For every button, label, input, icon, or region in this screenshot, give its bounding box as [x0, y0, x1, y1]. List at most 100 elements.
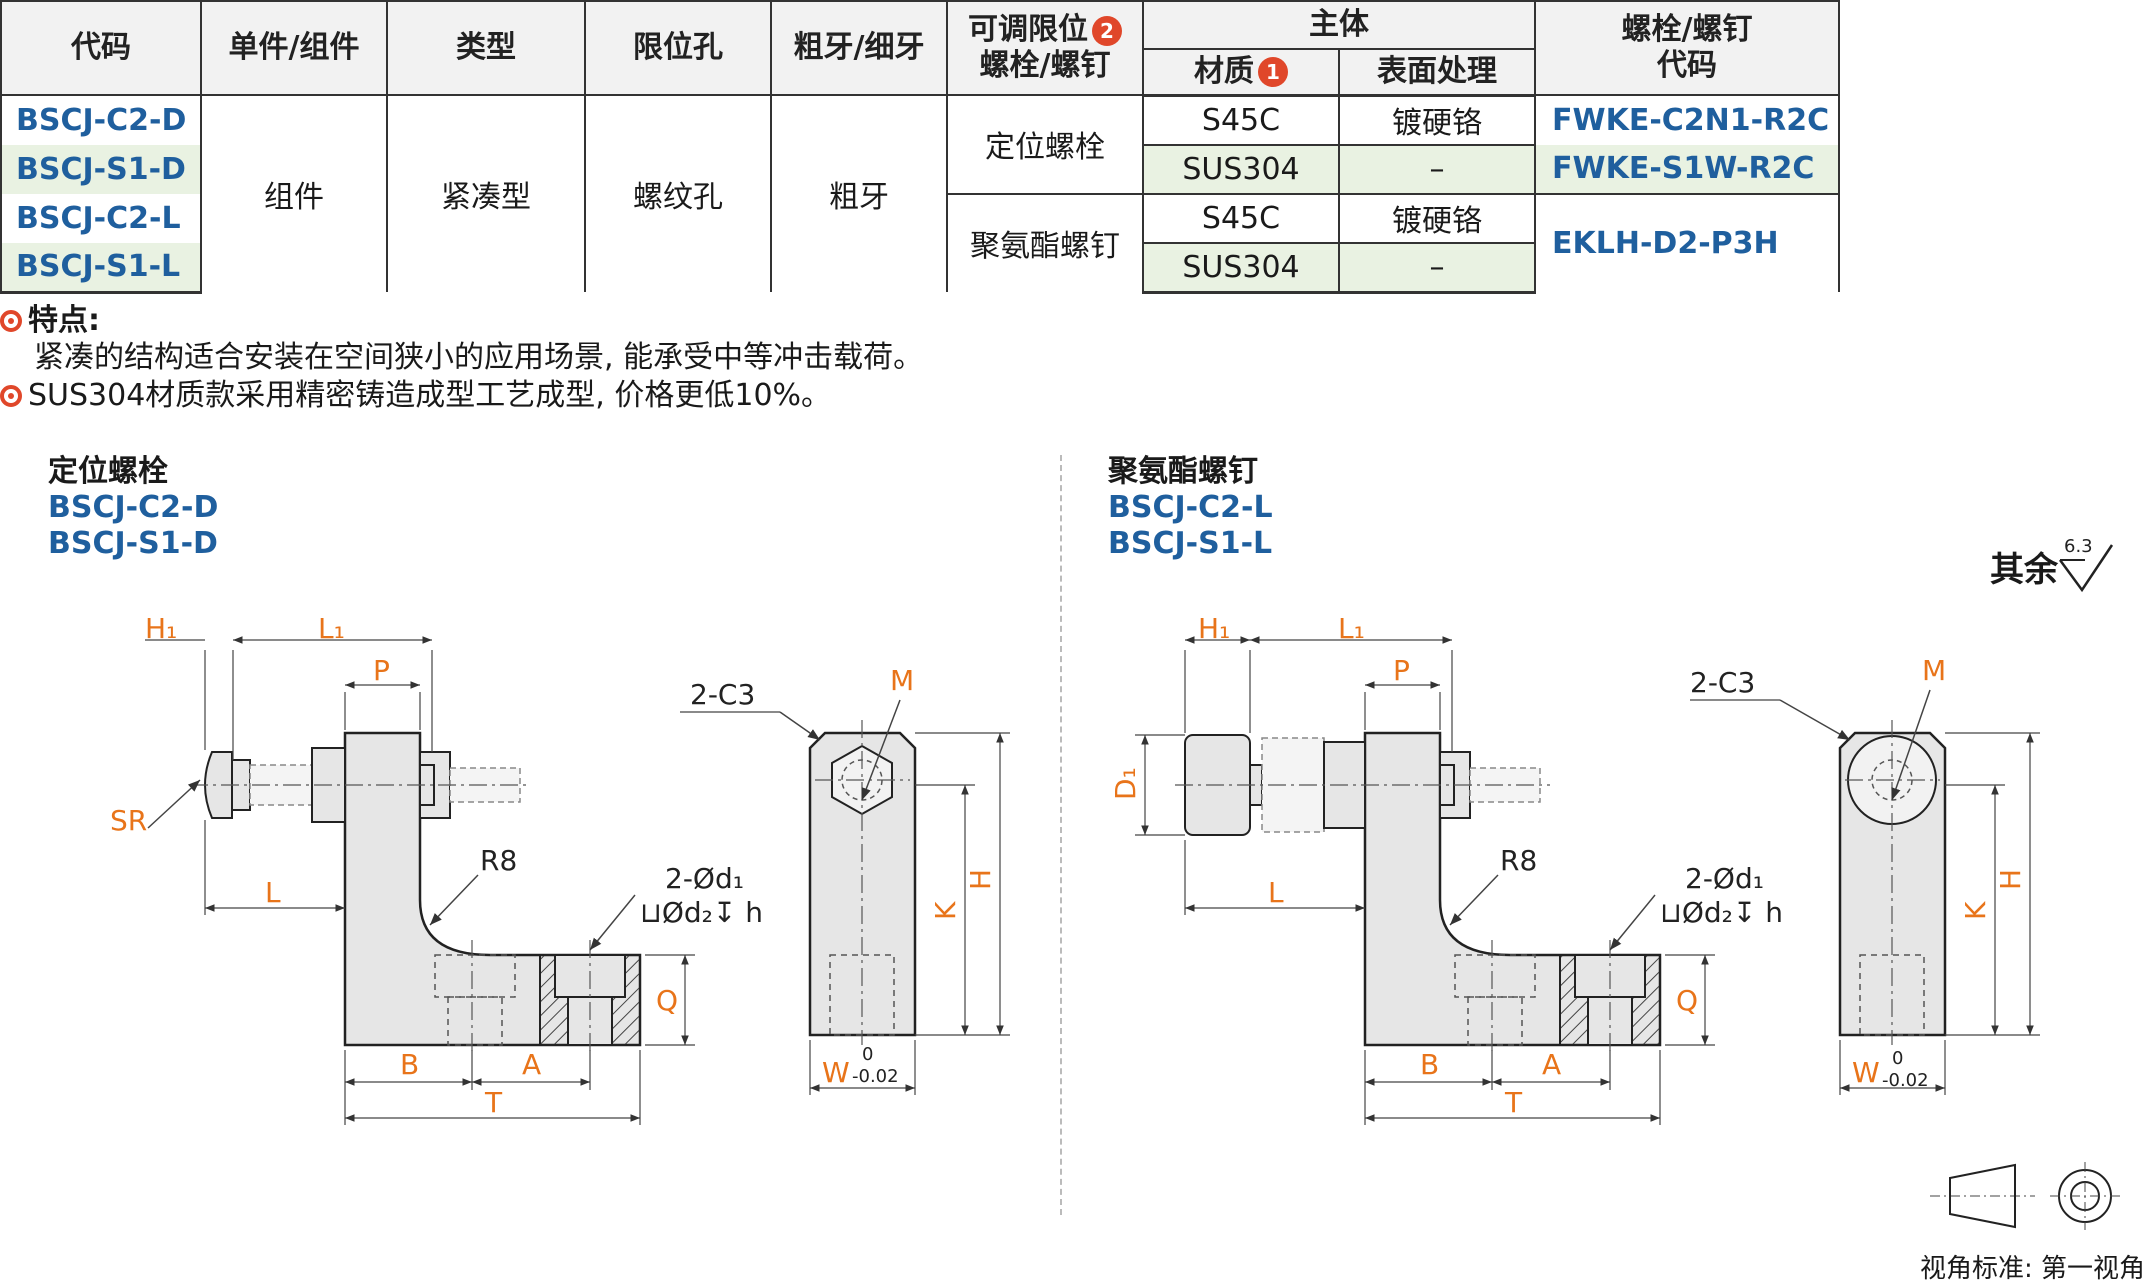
roughness-label: 其余	[1990, 550, 2058, 590]
cell-hole: 螺纹孔	[584, 95, 772, 292]
dim-d1: 2-Ød₁	[1685, 862, 1764, 895]
right-front-view	[1838, 720, 1947, 1045]
projection-symbol-icon	[1930, 1162, 2120, 1230]
dim-m: M	[890, 664, 914, 697]
dim-p: P	[1393, 654, 1410, 687]
dim-sr: SR	[110, 804, 147, 837]
right-drawing-code-1: BSCJ-C2-L	[1108, 490, 1273, 525]
dim-r8: R8	[1500, 844, 1537, 877]
dim-b: B	[1420, 1048, 1439, 1081]
table-row: BSCJ-C2-D 组件 紧凑型 螺纹孔 粗牙 定位螺栓 S45C 镀硬铬 FW…	[0, 95, 1840, 292]
right-front-dimensions: 2-C3 M K H W 0 -0.02	[1690, 654, 2040, 1095]
dim-w-tol-down: -0.02	[852, 1066, 899, 1087]
dim-w-tol-up: 0	[862, 1044, 873, 1065]
cell-adjust-a: 定位螺栓	[946, 95, 1144, 194]
right-dimensions: H₁ L₁ P D₁ L R8 2-Ød₁ ⊔Ød₂↧ h Q B A T	[1109, 612, 1783, 1125]
view-standard: 视角标准: 第一视角	[1920, 1254, 2143, 1284]
dim-w-tol-down: -0.02	[1882, 1070, 1929, 1091]
dim-l: L	[265, 876, 281, 909]
header-body: 主体	[1142, 0, 1536, 50]
row-surface: –	[1338, 143, 1536, 194]
dim-h: H	[1994, 869, 2027, 890]
cell-ref-3: EKLH-D2-P3H	[1534, 192, 1840, 292]
left-side-view	[190, 731, 642, 1055]
header-code: 代码	[0, 0, 202, 96]
features-heading: 特点:	[0, 303, 100, 339]
features-line2: SUS304材质款采用精密铸造成型工艺成型, 价格更低10%。	[0, 378, 831, 414]
row-code: BSCJ-S1-L	[0, 242, 202, 294]
left-drawing-title: 定位螺栓	[48, 454, 168, 489]
right-drawing-code-2: BSCJ-S1-L	[1108, 526, 1273, 561]
left-drawing-code-2: BSCJ-S1-D	[48, 526, 218, 561]
dim-b: B	[400, 1048, 419, 1081]
dim-q: Q	[1676, 984, 1698, 1017]
left-front-dimensions: 2-C3 M K H W 0 -0.02	[680, 664, 1010, 1095]
dim-d1-diameter: D₁	[1109, 767, 1142, 800]
row-material: SUS304	[1142, 241, 1340, 294]
section-divider	[1060, 455, 1062, 1215]
row-surface: –	[1338, 241, 1536, 294]
dim-l1: L₁	[1338, 612, 1365, 645]
row-surface: 镀硬铬	[1338, 192, 1536, 243]
right-side-view	[1175, 731, 1662, 1055]
dim-d1: 2-Ød₁	[665, 862, 744, 895]
dim-c3: 2-C3	[1690, 666, 1755, 699]
table-row: BSCJ-S1-D SUS304 – FWKE-S1W-R2C	[0, 143, 1840, 194]
cell-single: 组件	[200, 95, 388, 292]
bullet-icon	[0, 385, 22, 407]
roughness-symbol-icon: 6.3	[2058, 536, 2114, 593]
header-single: 单件/组件	[200, 0, 388, 96]
dim-w-tol-up: 0	[1892, 1048, 1903, 1069]
table-row: BSCJ-S1-L SUS304 –	[0, 241, 1839, 294]
row-code: BSCJ-S1-D	[0, 144, 202, 194]
bullet-icon	[0, 310, 22, 332]
header-surface: 表面处理	[1338, 48, 1536, 97]
row-surface: 镀硬铬	[1338, 95, 1536, 145]
dim-t: T	[1504, 1086, 1523, 1119]
dim-p: P	[373, 654, 390, 687]
roughness-value: 6.3	[2064, 536, 2093, 557]
note-badge-2: 2	[1092, 15, 1122, 46]
dim-k: K	[1959, 901, 1992, 920]
cell-thread: 粗牙	[770, 95, 948, 292]
header-hole: 限位孔	[584, 0, 772, 96]
header-ref: 螺栓/螺钉 代码	[1534, 0, 1840, 96]
dim-l1: L₁	[318, 612, 345, 645]
left-drawing-code-1: BSCJ-C2-D	[48, 490, 219, 525]
left-dimensions: H₁ L₁ P SR L R8 2-Ød₁ ⊔Ød₂↧ h Q B A	[110, 612, 763, 1125]
row-material: S45C	[1142, 192, 1340, 243]
header-thread: 粗牙/细牙	[770, 0, 948, 96]
dim-a: A	[1542, 1048, 1561, 1081]
cell-ref-2: FWKE-S1W-R2C	[1534, 144, 1840, 194]
header-type: 类型	[386, 0, 586, 96]
dim-a: A	[522, 1048, 541, 1081]
dim-w: W	[1852, 1056, 1880, 1089]
row-code: BSCJ-C2-D	[0, 95, 202, 145]
dim-d2: ⊔Ød₂↧ h	[640, 896, 763, 929]
dim-q: Q	[656, 984, 678, 1017]
table-row: BSCJ-C2-L 聚氨酯螺钉 S45C 镀硬铬 EKLH-D2-P3H	[0, 192, 1840, 292]
dim-h1: H₁	[1198, 612, 1230, 645]
row-code: BSCJ-C2-L	[0, 193, 202, 243]
dim-c3: 2-C3	[690, 678, 755, 711]
left-front-view	[808, 720, 917, 1045]
features-line1: 紧凑的结构适合安装在空间狭小的应用场景, 能承受中等冲击载荷。	[34, 340, 924, 375]
row-material: S45C	[1142, 95, 1340, 145]
right-drawing-title: 聚氨酯螺钉	[1108, 454, 1258, 489]
cell-adjust-b: 聚氨酯螺钉	[946, 192, 1144, 292]
dim-r8: R8	[480, 844, 517, 877]
header-adjust-line2: 螺栓/螺钉	[979, 48, 1111, 83]
cell-ref-1: FWKE-C2N1-R2C	[1534, 95, 1840, 145]
dim-w: W	[822, 1056, 850, 1089]
dim-h: H	[964, 869, 997, 890]
note-badge-1: 1	[1258, 57, 1288, 88]
dim-l: L	[1268, 876, 1284, 909]
dim-d2: ⊔Ød₂↧ h	[1660, 896, 1783, 929]
dim-k: K	[929, 901, 962, 920]
dim-h1: H₁	[145, 612, 177, 645]
row-material: SUS304	[1142, 143, 1340, 194]
